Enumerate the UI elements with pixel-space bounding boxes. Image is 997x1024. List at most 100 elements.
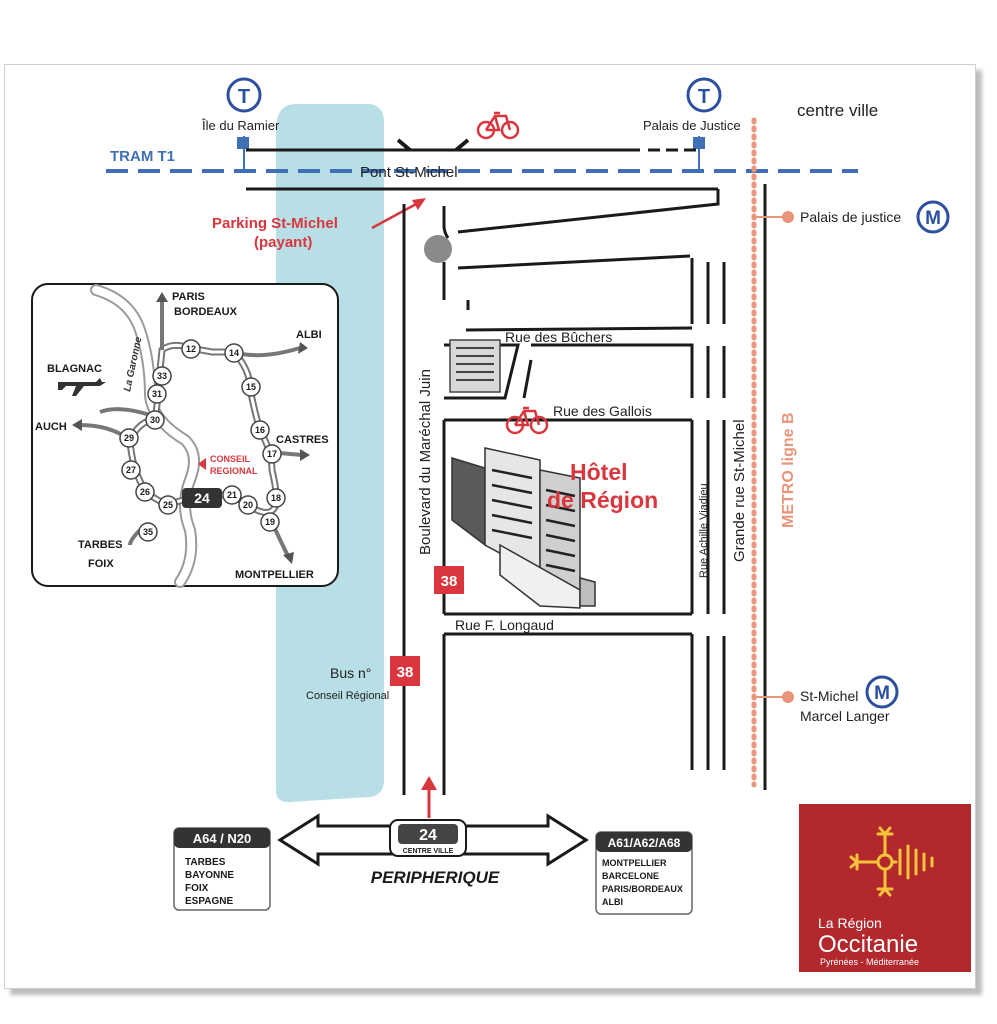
metro-line-label: METRO ligne B (780, 412, 797, 528)
svg-text:FOIX: FOIX (185, 883, 209, 894)
tram-line-label: TRAM T1 (110, 148, 175, 165)
inset-city-auch: AUCH (35, 421, 67, 433)
svg-text:31: 31 (152, 389, 162, 399)
airplane-icon (58, 378, 106, 396)
svg-text:33: 33 (157, 371, 167, 381)
parking-sublabel: (payant) (254, 234, 312, 251)
svg-text:A61/A62/A68: A61/A62/A68 (608, 836, 681, 850)
roads (402, 184, 767, 795)
svg-text:20: 20 (243, 500, 253, 510)
tram-icon-east: T (686, 77, 722, 113)
svg-text:24: 24 (419, 827, 437, 844)
svg-text:PARIS/BORDEAUX: PARIS/BORDEAUX (602, 884, 683, 894)
metro-station-dot-2 (782, 691, 794, 703)
logo-la-region: La Région (818, 915, 882, 931)
inset-exit-24-badge: 24 (182, 488, 222, 508)
svg-text:T: T (238, 86, 250, 108)
logo-occitanie: Occitanie (818, 931, 918, 958)
tram-stop-marker-east (693, 137, 705, 149)
inset-city-bordeaux: BORDEAUX (174, 306, 238, 318)
street-boulevard-marechal-juin: Boulevard du Maréchal Juin (417, 369, 434, 555)
svg-text:35: 35 (143, 527, 153, 537)
bridge-label: Pont St-Michel (360, 164, 458, 181)
metro-station-palais-de-justice: Palais de justice (800, 209, 901, 225)
centre-ville-label: centre ville (797, 101, 878, 120)
inset-city-paris: PARIS (172, 291, 205, 303)
svg-text:19: 19 (265, 517, 275, 527)
svg-text:ALBI: ALBI (602, 897, 623, 907)
svg-text:27: 27 (126, 465, 136, 475)
svg-text:16: 16 (255, 425, 265, 435)
inset-city-foix: FOIX (88, 558, 114, 570)
tram-stop-marker-west (237, 137, 249, 149)
tram-stop-palais-de-justice: Palais de Justice (643, 118, 741, 133)
sign-a61-a62-a68: A61/A62/A68 MONTPELLIER BARCELONE PARIS/… (595, 831, 693, 915)
metro-station-marcel-langer: Marcel Langer (800, 708, 890, 724)
street-grande-rue-st-michel: Grande rue St-Michel (731, 419, 748, 562)
svg-text:M: M (925, 208, 941, 229)
svg-text:15: 15 (246, 382, 256, 392)
peripherique-label: PERIPHERIQUE (371, 868, 500, 887)
street-rue-achille-viadieu: Rue Achille Viadieu (698, 483, 710, 578)
svg-text:25: 25 (163, 500, 173, 510)
svg-text:21: 21 (227, 490, 237, 500)
inset-map: La Garonne 33 12 14 15 16 17 (31, 283, 339, 588)
parking-arrow (371, 201, 419, 230)
inset-conseil-line2: REGIONAL (210, 466, 258, 476)
svg-text:ESPAGNE: ESPAGNE (185, 896, 233, 907)
bus-badge-main (390, 656, 420, 686)
svg-text:TARBES: TARBES (185, 857, 226, 868)
exit-24-badge: 24 CENTRE VILLE (389, 819, 467, 857)
occitanie-logo: La Région Occitanie Pyrénées - Méditerra… (799, 804, 971, 972)
street-rue-des-gallois: Rue des Gallois (553, 403, 652, 419)
destination-title-line1: Hôtel (570, 459, 628, 485)
inset-city-castres: CASTRES (276, 434, 329, 446)
metro-icon-2: M (865, 675, 899, 709)
svg-text:29: 29 (124, 433, 134, 443)
sign-a64-n20: A64 / N20 TARBES BAYONNE FOIX ESPAGNE (173, 827, 271, 911)
hotel-de-region-building-icon (451, 447, 596, 609)
roundabout (424, 235, 452, 263)
street-rue-des-buchers: Rue des Bûchers (505, 329, 612, 345)
svg-text:24: 24 (194, 490, 210, 506)
inset-city-blagnac: BLAGNAC (47, 363, 102, 375)
svg-text:M: M (874, 683, 890, 704)
bike-icon-top (476, 111, 520, 140)
svg-text:MONTPELLIER: MONTPELLIER (602, 858, 667, 868)
tram-stop-ile-du-ramier: Île du Ramier (201, 118, 280, 133)
inset-city-tarbes: TARBES (78, 539, 122, 551)
svg-text:12: 12 (186, 344, 196, 354)
svg-text:14: 14 (229, 348, 239, 358)
inset-conseil-line1: CONSEIL (210, 454, 251, 464)
bus-badge-building (434, 566, 464, 594)
parking-label: Parking St-Michel (212, 215, 338, 232)
svg-text:A64 / N20: A64 / N20 (193, 831, 252, 846)
svg-text:CENTRE VILLE: CENTRE VILLE (403, 848, 454, 855)
conseil-regional-marker (198, 458, 206, 470)
street-rue-longaud: Rue F. Longaud (455, 617, 554, 633)
bus-stop-name: Conseil Régional (306, 690, 389, 702)
destination-title-line2: de Région (547, 487, 658, 513)
inset-city-albi: ALBI (296, 329, 322, 341)
svg-text:26: 26 (140, 487, 150, 497)
svg-text:BAYONNE: BAYONNE (185, 870, 234, 881)
svg-text:38: 38 (397, 664, 414, 681)
svg-text:T: T (698, 86, 710, 108)
logo-subtitle: Pyrénées - Méditerranée (820, 957, 919, 967)
svg-text:30: 30 (150, 415, 160, 425)
bridge-road (246, 138, 718, 191)
svg-text:17: 17 (267, 449, 277, 459)
metro-station-st-michel: St-Michel (800, 688, 858, 704)
building-small-icon (449, 339, 501, 393)
bike-icon-gallois (505, 406, 549, 435)
metro-station-dot-1 (782, 211, 794, 223)
inset-exits: 33 12 14 15 16 17 18 19 20 21 25 26 27 2… (119, 339, 286, 542)
bus-prefix-label: Bus n° (330, 665, 371, 681)
tram-icon-west: T (226, 77, 262, 113)
svg-text:BARCELONE: BARCELONE (602, 871, 659, 881)
svg-text:38: 38 (441, 573, 458, 590)
occitan-cross-icon (849, 826, 898, 897)
svg-text:18: 18 (271, 493, 281, 503)
metro-icon-1: M (916, 200, 950, 234)
